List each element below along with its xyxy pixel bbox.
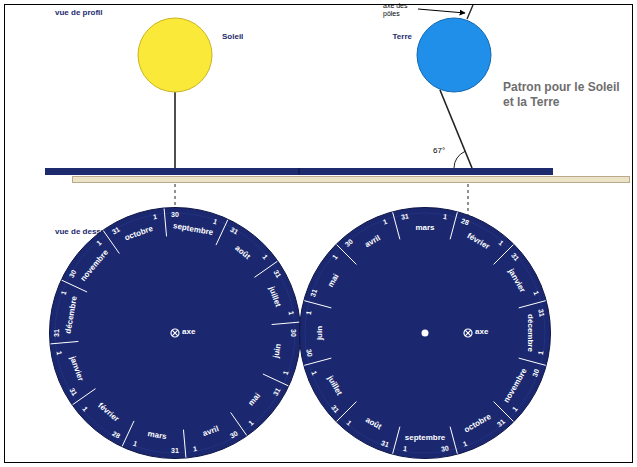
- disc-texture-ring: [55, 213, 295, 453]
- day-number: 30: [304, 349, 313, 358]
- sun-stick: [174, 92, 176, 168]
- pole-axis: [467, 5, 473, 19]
- month-tick: [450, 212, 457, 239]
- day-number: 30: [171, 211, 179, 219]
- month-tick: [393, 212, 400, 239]
- angle-arc: [454, 151, 465, 168]
- month-tick: [304, 301, 331, 308]
- axis-label: axe des pôles: [383, 2, 417, 17]
- month-tick: [337, 245, 357, 265]
- ball-shape: [137, 17, 257, 93]
- ball-name: Terre: [393, 33, 412, 42]
- month-tick: [494, 402, 514, 422]
- projection-line: [468, 184, 469, 215]
- axis-cross: [172, 330, 178, 336]
- day-number: 31: [171, 447, 179, 455]
- day-number: 31: [53, 329, 61, 337]
- beige-bar: [73, 177, 630, 183]
- month-tick: [494, 245, 514, 265]
- month-tick: [50, 341, 78, 343]
- date-disc: janvierfévriermarsavrilmaijuinjuilletaoû…: [49, 207, 301, 459]
- earth-ball: [417, 18, 491, 92]
- month-tick: [304, 358, 331, 365]
- month-tick: [519, 358, 546, 365]
- blue-bar: [45, 168, 553, 175]
- day-number: 1: [305, 310, 313, 315]
- sun-ball: [138, 18, 212, 92]
- angle-label: 67°: [433, 147, 445, 156]
- earth-stick: [440, 90, 472, 168]
- earth-model: Terre: [360, 17, 494, 93]
- date-disc: janvierfévriermarsavrilmaijuinjuilletaoû…: [299, 207, 551, 459]
- month-tick: [450, 427, 457, 454]
- axis-symbol: [171, 329, 179, 337]
- month-tick: [272, 322, 300, 324]
- sun-model: Soleil: [137, 17, 257, 93]
- month-tick: [393, 427, 400, 454]
- ball-name: Soleil: [222, 33, 243, 42]
- projection-line: [175, 184, 176, 207]
- month-name: mars: [415, 224, 434, 233]
- day-number: 1: [287, 310, 295, 315]
- axis-label: axe: [475, 328, 488, 337]
- disc-face: [300, 208, 551, 459]
- month-name: septembre: [405, 434, 445, 443]
- month-tick: [216, 220, 228, 245]
- axis-cross: [465, 330, 471, 336]
- frame: [5, 5, 633, 463]
- month-tick: [263, 374, 288, 386]
- disc-shape: [49, 207, 301, 459]
- month-tick: [183, 430, 185, 458]
- month-tick: [164, 208, 166, 236]
- ball-shape: [360, 17, 494, 93]
- month-name: juin: [316, 326, 325, 340]
- view-label: vue de profil: [55, 9, 103, 18]
- day-number: 31: [400, 212, 409, 221]
- month-tick: [337, 402, 357, 422]
- template-title: Patron pour le Soleil et la Terre: [503, 80, 625, 110]
- month-name: décembre: [526, 314, 535, 352]
- center-hole: [422, 330, 429, 337]
- disc-shape: [299, 207, 551, 459]
- month-tick: [519, 301, 546, 308]
- axis-pointer: [418, 9, 465, 13]
- bar-joint: [299, 168, 300, 175]
- axis-label: axe: [182, 328, 195, 337]
- disc-face: [50, 208, 301, 459]
- disc-texture-ring: [305, 213, 545, 453]
- day-number: 1: [402, 445, 407, 453]
- day-number: 30: [289, 329, 297, 337]
- day-number: 31: [537, 308, 546, 317]
- axis-symbol: [464, 329, 472, 337]
- day-number: 1: [152, 213, 157, 221]
